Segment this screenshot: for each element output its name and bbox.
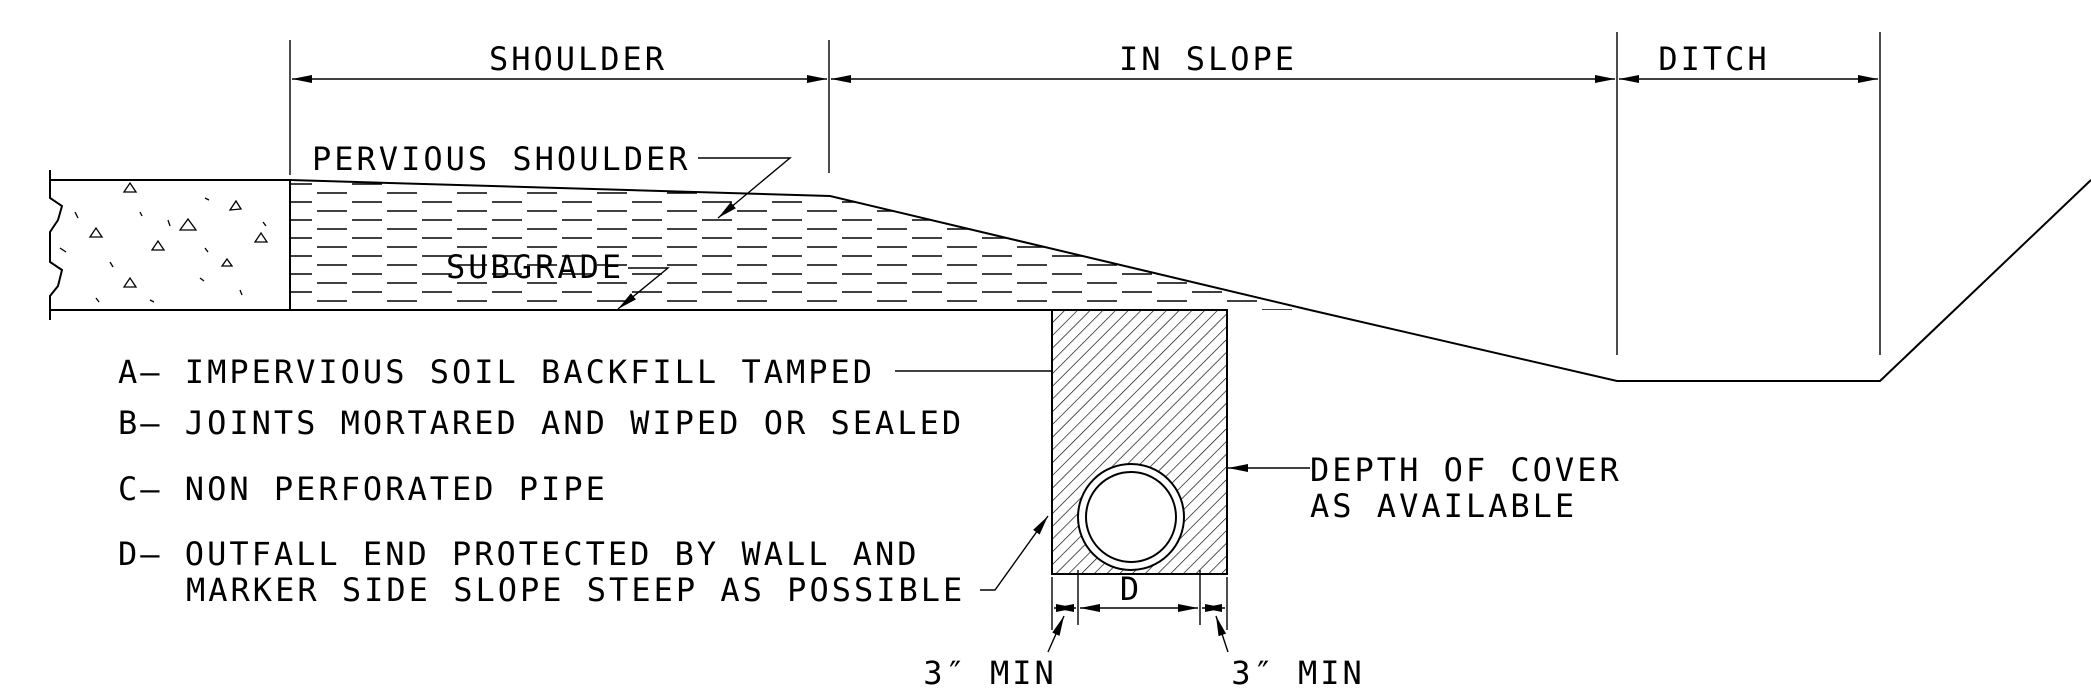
left-min-label: 3″ MIN [923,654,1057,692]
break-line [49,170,64,320]
ditch-ground-line [1309,179,2091,382]
dimension-lines: SHOULDER IN SLOPE DITCH [289,32,1881,355]
shoulder-surface-line [289,179,1311,311]
subgrade-label: SUBGRADE [446,248,624,286]
pervious-shoulder-label: PERVIOUS SHOULDER [312,140,691,178]
note-d-line1: D— OUTFALL END PROTECTED BY WALL AND [118,535,920,573]
callouts: PERVIOUS SHOULDER SUBGRADE DEPTH OF COVE… [312,140,1622,591]
note-d-line2: MARKER SIDE SLOPE STEEP AS POSSIBLE [186,571,965,609]
note-b: B— JOINTS MORTARED AND WIPED OR SEALED [118,404,964,442]
slab-outline [50,179,291,311]
note-c: C— NON PERFORATED PIPE [118,470,608,508]
right-min-label: 3″ MIN [1231,654,1365,692]
bottom-dimensions: D 3″ MIN 3″ MIN [923,570,1365,692]
left-min-leader [1047,615,1065,653]
pervious-shoulder-leader [698,157,792,219]
subgrade-leader [617,267,670,310]
trench [1051,309,1228,575]
depth-of-cover-line2: AS AVAILABLE [1310,487,1577,525]
pavement-slab [49,170,291,320]
in-slope-label: IN SLOPE [1119,40,1297,78]
notes-list: A— IMPERVIOUS SOIL BACKFILL TAMPED B— JO… [118,353,965,609]
concrete-aggregate [59,181,269,303]
shoulder-label: SHOULDER [489,40,667,78]
depth-of-cover-line1: DEPTH OF COVER [1310,451,1622,489]
ditch-label: DITCH [1658,40,1769,78]
pipe-diameter-label: D [1120,570,1142,608]
shoulder-soil [289,179,1311,311]
right-min-leader [1215,615,1229,653]
pipe-inner [1085,471,1177,563]
note-a: A— IMPERVIOUS SOIL BACKFILL TAMPED [118,353,875,391]
note-d-leader [980,515,1049,591]
